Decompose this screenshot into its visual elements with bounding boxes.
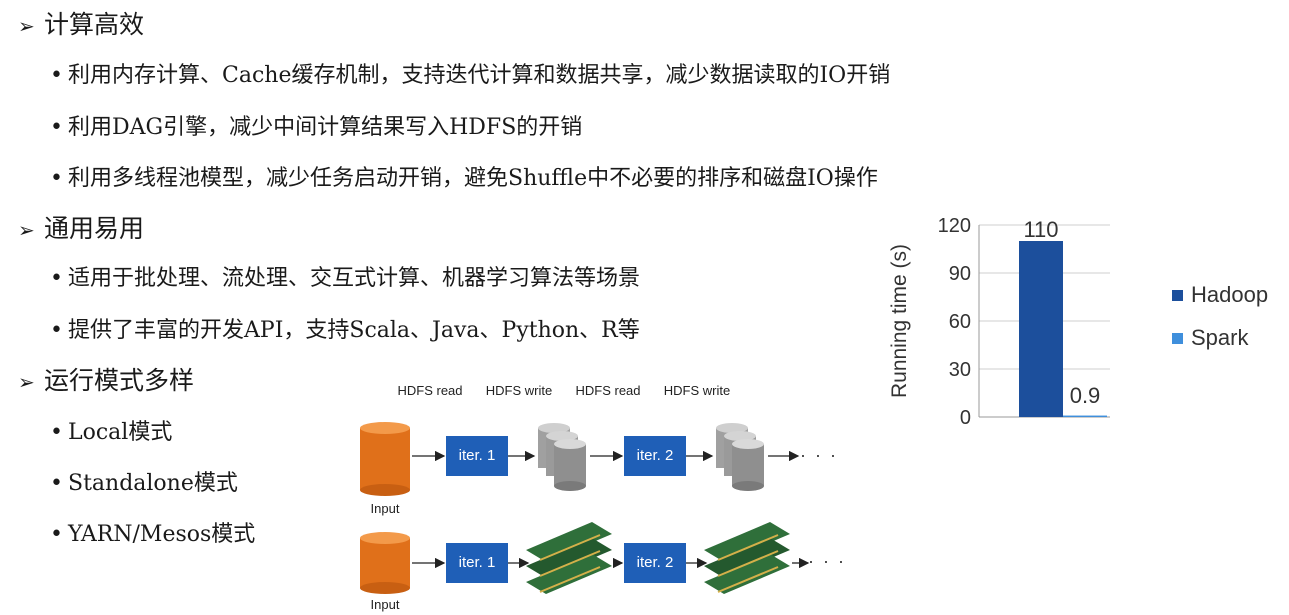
iter-2-box: iter. 2 — [624, 436, 686, 476]
section-title-general: ➢通用易用 — [18, 214, 145, 243]
list-item: •利用多线程池模型，减少任务启动开销，避免Shuffle中不必要的排序和磁盘IO… — [50, 166, 878, 191]
list-item: •Local模式 — [50, 420, 173, 445]
bullet-dot-icon: • — [50, 63, 63, 88]
bullet-dot-icon: • — [50, 166, 63, 191]
arrow-bullet-icon: ➢ — [18, 14, 35, 38]
y-tick-label: 0 — [960, 407, 971, 429]
hdfs-storage-icon — [538, 423, 586, 491]
iter-1-box: iter. 1 — [446, 436, 508, 476]
bullet-dot-icon: • — [50, 266, 63, 291]
bullet-dot-icon: • — [50, 115, 63, 140]
input-disk-icon — [360, 422, 410, 496]
legend-swatch — [1172, 290, 1183, 301]
bars — [1019, 241, 1107, 417]
legend-label: Spark — [1191, 325, 1249, 350]
bullet-dot-icon: • — [50, 420, 63, 445]
ellipsis: · · · — [800, 445, 838, 465]
y-ticks: 0 30 60 90 120 — [938, 215, 971, 429]
bullet-dot-icon: • — [50, 471, 63, 496]
section-title-efficient: ➢计算高效 — [18, 10, 145, 39]
y-tick-label: 30 — [949, 359, 971, 381]
list-item: •Standalone模式 — [50, 471, 238, 496]
list-item: •YARN/Mesos模式 — [50, 522, 256, 547]
section-title-modes: ➢运行模式多样 — [18, 366, 195, 395]
hdfs-read-label: HDFS read — [397, 383, 463, 398]
ellipsis: · · · — [808, 551, 846, 571]
bar-hadoop — [1019, 241, 1063, 417]
ram-memory-icon — [704, 522, 790, 594]
input-label: Input — [370, 597, 400, 612]
iter-1-box: iter. 1 — [446, 543, 508, 583]
list-item: •提供了丰富的开发API，支持Scala、Java、Python、R等 — [50, 318, 640, 343]
bar-value-label: 0.9 — [1070, 383, 1101, 408]
input-disk-icon — [360, 532, 410, 594]
input-label: Input — [370, 501, 400, 516]
bullet-dot-icon: • — [50, 318, 63, 343]
bar-value-label: 110 — [1023, 217, 1058, 242]
list-item: •利用DAG引擎，减少中间计算结果写入HDFS的开销 — [50, 115, 583, 140]
y-axis-label: Running time (s) — [888, 244, 911, 398]
arrow-bullet-icon: ➢ — [18, 218, 35, 242]
hdfs-write-label: HDFS write — [485, 383, 553, 398]
dataflow-diagram — [360, 422, 810, 594]
y-tick-label: 60 — [949, 311, 971, 333]
hdfs-read-label: HDFS read — [575, 383, 641, 398]
iter-2-box: iter. 2 — [624, 543, 686, 583]
list-item: •适用于批处理、流处理、交互式计算、机器学习算法等场景 — [50, 266, 641, 291]
y-tick-label: 120 — [938, 215, 971, 237]
ram-memory-icon — [526, 522, 612, 594]
list-item: •利用内存计算、Cache缓存机制，支持迭代计算和数据共享，减少数据读取的IO开… — [50, 63, 891, 88]
y-tick-label: 90 — [949, 263, 971, 285]
hdfs-storage-icon — [716, 423, 764, 491]
running-time-chart: 0 30 60 90 120 110 0.9 Running time (s) Hadoo… — [888, 215, 1268, 429]
bar-spark — [1063, 415, 1107, 417]
legend-swatch — [1172, 333, 1183, 344]
hdfs-write-label: HDFS write — [663, 383, 731, 398]
bar-labels: 110 0.9 — [1023, 217, 1100, 408]
arrow-bullet-icon: ➢ — [18, 370, 35, 394]
legend-label: Hadoop — [1191, 282, 1268, 307]
bullet-dot-icon: • — [50, 522, 63, 547]
